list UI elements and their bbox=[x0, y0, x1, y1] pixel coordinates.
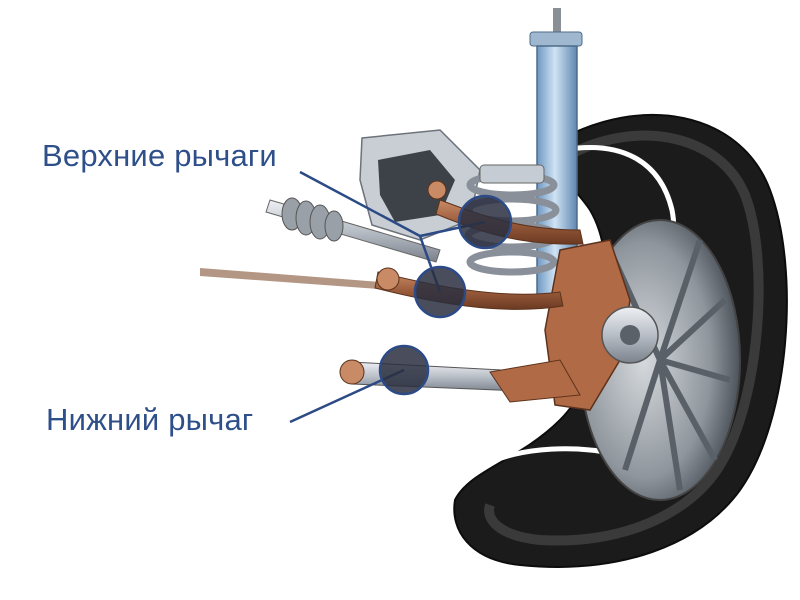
label-upper-arms: Верхние рычаги bbox=[42, 138, 277, 173]
lower-arm bbox=[339, 359, 581, 403]
markers bbox=[378, 194, 513, 396]
drive-shaft bbox=[200, 197, 441, 292]
marker-upper-arm-1 bbox=[457, 194, 513, 250]
label-lower-arm: Нижний рычаг bbox=[46, 402, 254, 437]
marker-upper-arm-2 bbox=[413, 265, 467, 319]
marker-lower-arm bbox=[378, 344, 430, 396]
steering-knuckle bbox=[544, 239, 659, 411]
